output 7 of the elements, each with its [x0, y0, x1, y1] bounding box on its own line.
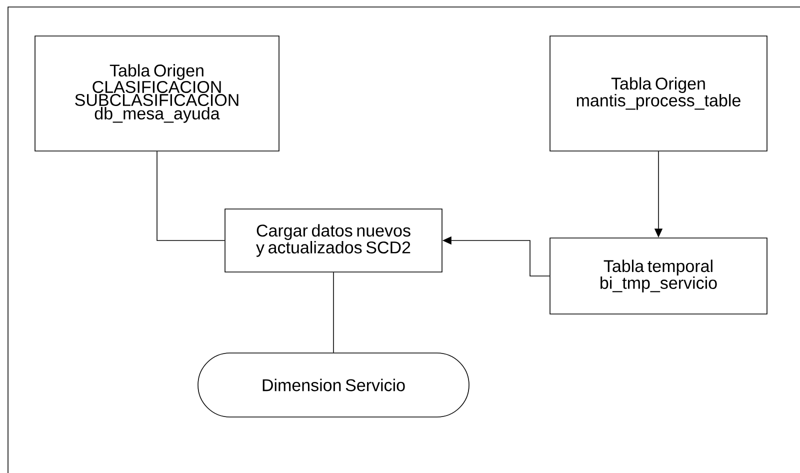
connector-line	[156, 151, 226, 241]
table-box: Tabla temporal bi_tmp_servicio	[550, 238, 768, 314]
process-box: Cargar datos nuevos y actualizados SCD2	[224, 208, 442, 272]
table-box: Tabla Origen CLASIFICACION SUBCLASIFICACION db_mesa_ayuda	[34, 36, 280, 152]
terminal-box: Dimension Servicio	[198, 352, 470, 418]
connector-line	[333, 272, 334, 353]
table-box: Tabla Origen mantis_process_table	[550, 36, 768, 152]
